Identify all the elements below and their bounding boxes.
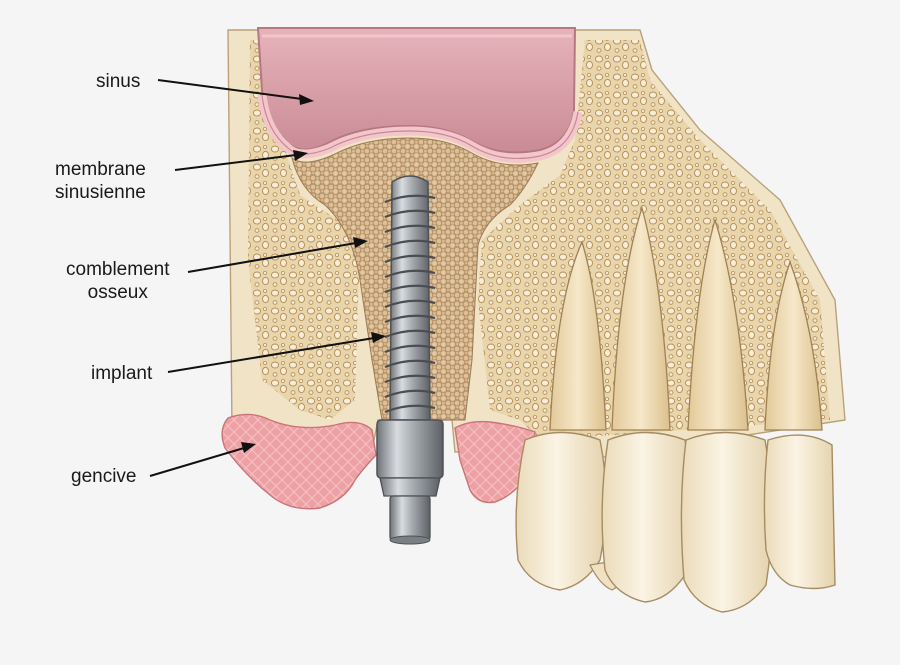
- implant-thread: [384, 194, 436, 204]
- gum-left: [221, 413, 377, 510]
- label-membrane-sinusienne: membrane sinusienne: [55, 159, 146, 203]
- arrow-implant: [167, 332, 386, 373]
- implant-thread: [384, 254, 436, 264]
- pointer-arrows: [149, 79, 386, 477]
- implant-thread: [384, 389, 436, 399]
- implant-thread: [384, 239, 436, 249]
- label-sinus: sinus: [96, 71, 141, 92]
- implant-thread: [384, 374, 436, 384]
- implant-body: [376, 175, 444, 545]
- arrow-gencive: [149, 442, 256, 477]
- implant-thread: [384, 269, 436, 279]
- label-gencive: gencive: [71, 466, 137, 487]
- implant-thread: [384, 224, 436, 234]
- implant-thread: [384, 314, 436, 324]
- tooth-roots: [549, 205, 823, 431]
- tooth-crowns: [515, 431, 836, 613]
- implant-thread: [384, 404, 436, 414]
- implant-thread: [384, 329, 436, 339]
- implant-thread: [384, 284, 436, 294]
- arrow-sinus: [157, 79, 314, 105]
- label-comblement-osseux: comblement osseux: [66, 259, 170, 303]
- arrow-comblement: [187, 237, 368, 273]
- implant-thread: [384, 359, 436, 369]
- arrow-membrane: [174, 150, 308, 171]
- implant-thread: [384, 209, 436, 219]
- implant-thread: [384, 299, 436, 309]
- implant-thread: [384, 344, 436, 354]
- label-implant: implant: [91, 363, 153, 384]
